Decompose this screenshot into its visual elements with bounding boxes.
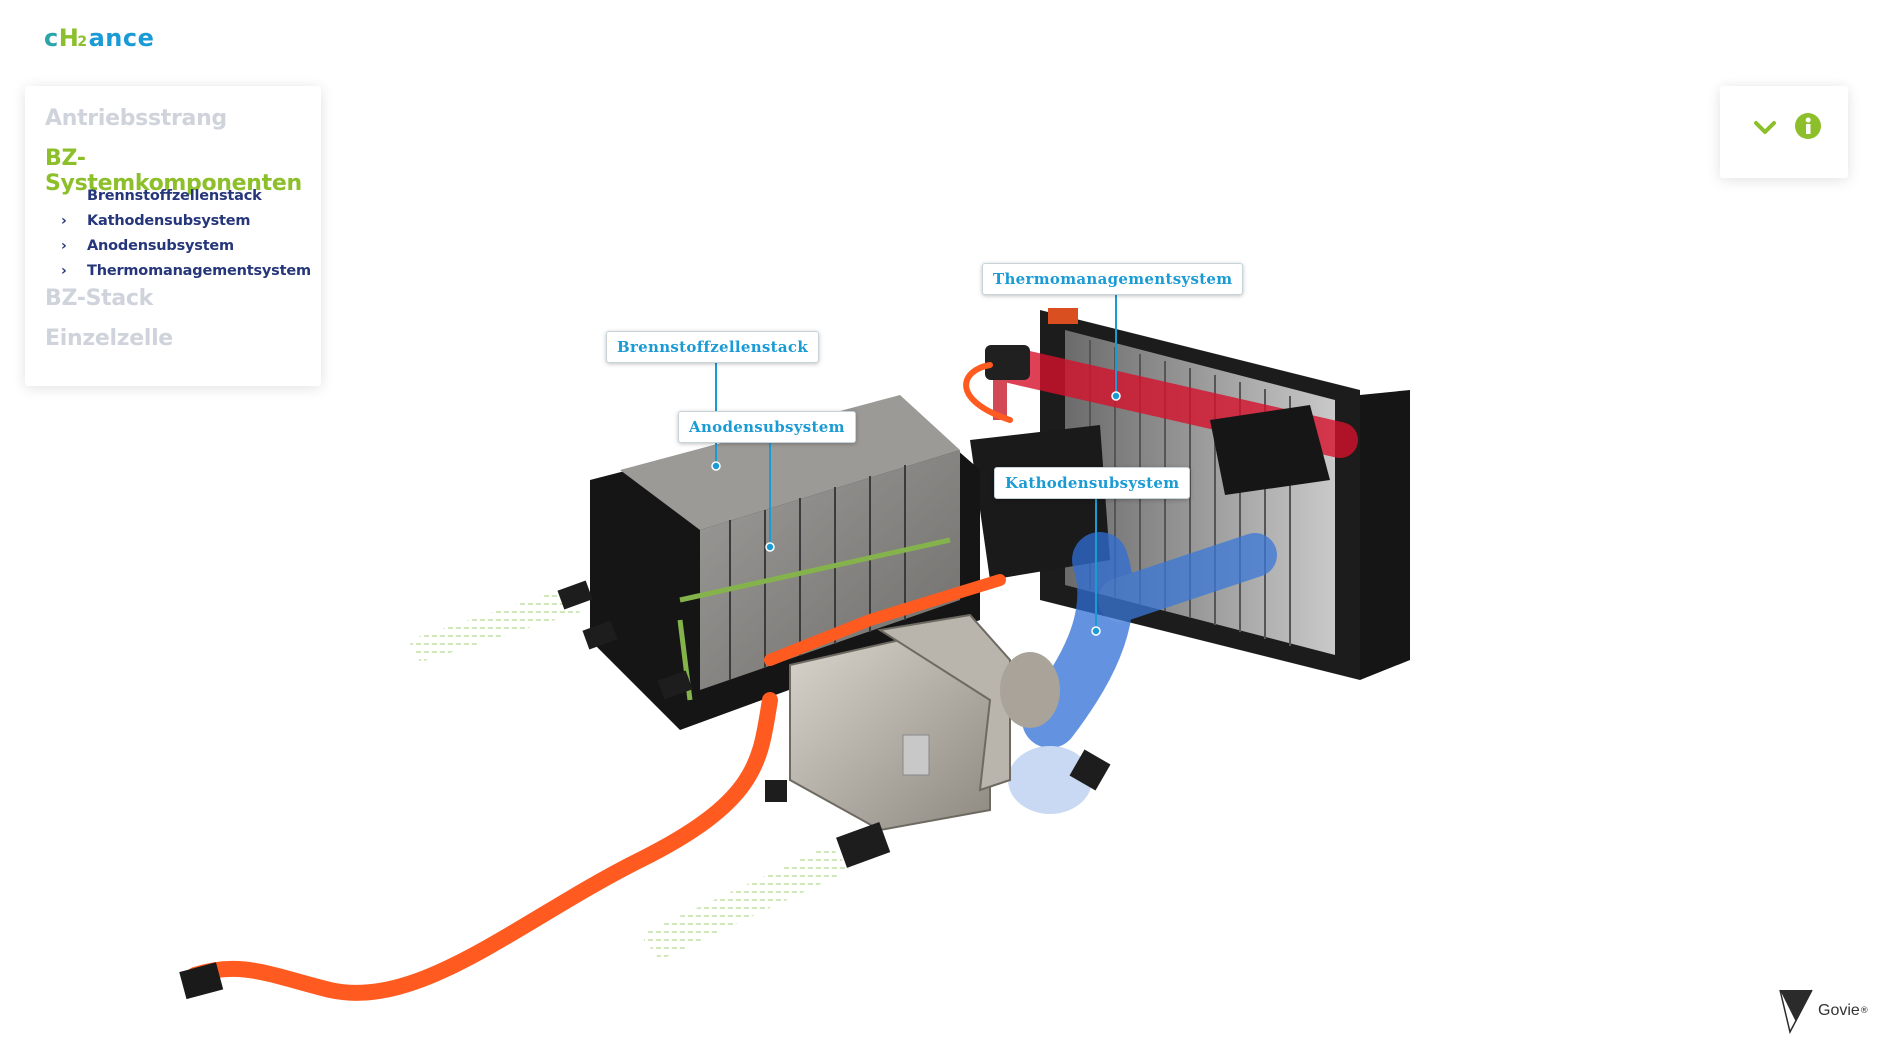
callout-thermomanagementsystem[interactable]: Thermomanagementsystem xyxy=(982,263,1244,295)
callout-brennstoffzellenstack[interactable]: Brennstoffzellenstack xyxy=(606,331,820,363)
govie-mark-icon xyxy=(1779,989,1813,1034)
callout-label: Kathodensubsystem xyxy=(1005,474,1180,492)
chevron-right-icon[interactable]: › xyxy=(61,213,67,229)
nav-item-label: Kathodensubsystem xyxy=(87,213,251,229)
info-icon[interactable] xyxy=(1794,112,1822,140)
orange-cables xyxy=(187,362,1013,1001)
nav-item-brennstoffzellenstack[interactable]: Brennstoffzellenstack xyxy=(61,188,262,204)
nav-item-label: Brennstoffzellenstack xyxy=(87,188,262,204)
callout-anodensubsystem[interactable]: Anodensubsystem xyxy=(678,411,856,443)
callout-label: Thermomanagementsystem xyxy=(993,270,1233,288)
chevron-right-icon[interactable]: › xyxy=(61,238,67,254)
cable-connector xyxy=(179,962,224,1000)
nav-section-einzelzelle[interactable]: Einzelzelle xyxy=(45,326,173,351)
nav-section-bz-stack[interactable]: BZ-Stack xyxy=(45,286,153,311)
connectors xyxy=(557,580,1111,868)
navigation-panel: Antriebsstrang BZ-Systemkomponenten Bren… xyxy=(25,86,321,386)
chevron-right-icon[interactable]: › xyxy=(61,263,67,279)
air-intake-box xyxy=(970,345,1330,580)
hydrogen-flow-streams xyxy=(408,590,850,960)
nav-item-thermomanagementsystem[interactable]: › Thermomanagementsystem xyxy=(61,263,311,279)
logo-subscript: 2 xyxy=(77,34,88,50)
logo-letter-c: c xyxy=(44,24,59,52)
nav-item-anodensubsystem[interactable]: › Anodensubsystem xyxy=(61,238,234,254)
govie-text: Govie xyxy=(1818,1002,1860,1019)
callout-label: Anodensubsystem xyxy=(689,418,845,436)
power-converter xyxy=(789,613,1060,832)
logo-letter-h: H xyxy=(58,24,80,52)
nav-item-kathodensubsystem[interactable]: › Kathodensubsystem xyxy=(61,213,250,229)
callout-label: Brennstoffzellenstack xyxy=(617,338,809,356)
registered-mark: ® xyxy=(1859,1006,1869,1016)
chevron-down-icon[interactable] xyxy=(1750,112,1780,142)
govie-logo[interactable]: Govie® xyxy=(1778,988,1869,1034)
nav-section-bz-systemkomponenten[interactable]: BZ-Systemkomponenten xyxy=(45,146,302,196)
nav-section-antriebsstrang[interactable]: Antriebsstrang xyxy=(45,106,227,131)
nav-item-label: Anodensubsystem xyxy=(87,238,234,254)
view-controls xyxy=(1720,86,1848,178)
callout-kathodensubsystem[interactable]: Kathodensubsystem xyxy=(994,467,1191,499)
nav-item-label: Thermomanagementsystem xyxy=(87,263,311,279)
logo-rest: ance xyxy=(88,24,155,52)
cathode-pipes xyxy=(1008,532,1277,814)
